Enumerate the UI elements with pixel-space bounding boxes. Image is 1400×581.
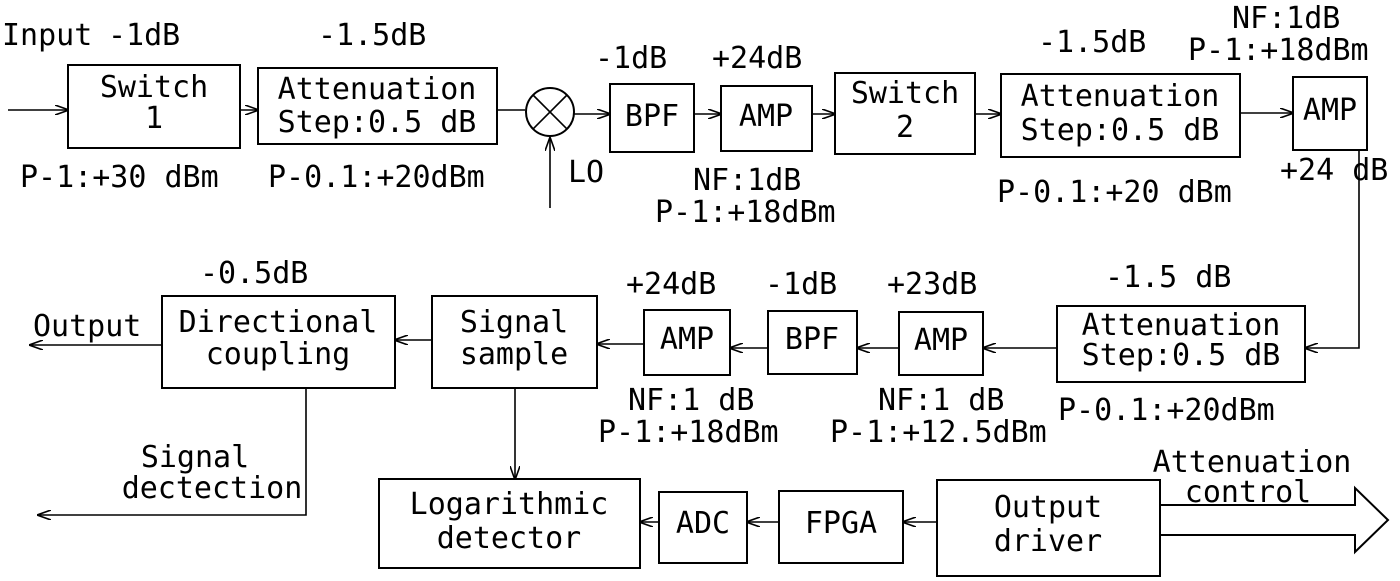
row2-wires bbox=[30, 340, 1057, 515]
switch2-label-line2: 2 bbox=[896, 110, 914, 145]
signal-sample-label-line1: Signal bbox=[460, 305, 568, 340]
amp4-p1-label: P-1:+18dBm bbox=[598, 415, 779, 450]
switch1-p1-label: P-1:+30 dBm bbox=[20, 160, 219, 195]
wire-signal-detection bbox=[38, 388, 307, 515]
bpf1-loss-label: -1dB bbox=[595, 41, 667, 76]
signal-sample-label-line2: sample bbox=[460, 337, 568, 372]
row3-wires bbox=[640, 485, 1390, 555]
switch1-label-line1: Switch bbox=[100, 70, 208, 105]
atten2-block bbox=[1000, 73, 1241, 158]
adc-block bbox=[658, 491, 748, 564]
amp2-gain-label: +24 dB bbox=[1280, 153, 1388, 188]
amp3-gain-label: +23dB bbox=[887, 267, 977, 302]
attenuation-control-arrow bbox=[1160, 485, 1390, 555]
fpga-block bbox=[778, 490, 904, 564]
atten3-p01-label: P-0.1:+20dBm bbox=[1058, 393, 1275, 428]
atten1-block bbox=[257, 67, 498, 145]
output-driver-label-line1: Output bbox=[994, 490, 1102, 525]
amp2-p1-label: P-1:+18dBm bbox=[1188, 33, 1369, 68]
switch1-block bbox=[67, 64, 241, 149]
switch1-label-line2: 1 bbox=[145, 101, 163, 136]
amp4-block bbox=[643, 309, 731, 376]
amp3-p1-label: P-1:+12.5dBm bbox=[830, 415, 1047, 450]
atten1-label-line1: Attenuation bbox=[278, 72, 477, 107]
amp1-p1-label: P-1:+18dBm bbox=[655, 195, 836, 230]
output-driver-block bbox=[936, 479, 1161, 577]
directional-coupling-block bbox=[161, 295, 396, 389]
atten1-loss-label: -1.5dB bbox=[318, 18, 426, 53]
amp3-block bbox=[898, 311, 984, 376]
bpf1-block bbox=[609, 83, 695, 153]
amp1-block bbox=[720, 85, 813, 152]
amp4-label: AMP bbox=[660, 322, 714, 357]
switch2-block bbox=[834, 72, 976, 155]
wire-amp2-atten3 bbox=[1305, 150, 1360, 348]
atten3-label-line1: Attenuation bbox=[1082, 308, 1281, 343]
bpf2-loss-label: -1dB bbox=[765, 267, 837, 302]
output-driver-label-line2: driver bbox=[994, 524, 1102, 559]
attenuation-control-label-line1: Attenuation bbox=[1153, 445, 1352, 480]
bpf2-label: BPF bbox=[785, 322, 839, 357]
input-label: Input bbox=[2, 18, 92, 53]
amp1-nf-label: NF:1dB bbox=[693, 163, 801, 198]
amp3-label: AMP bbox=[914, 323, 968, 358]
atten3-block bbox=[1056, 305, 1306, 383]
atten1-p01-label: P-0.1:+20dBm bbox=[268, 160, 485, 195]
switch2-label-line1: Switch bbox=[851, 76, 959, 111]
switch1-loss-label: -1dB bbox=[108, 18, 180, 53]
atten2-label-line1: Attenuation bbox=[1021, 79, 1220, 114]
atten3-label-line2: Step:0.5 dB bbox=[1082, 338, 1281, 373]
signal-detection-label-line2: dectection bbox=[122, 471, 303, 506]
lo-label: LO bbox=[568, 155, 604, 190]
directional-coupling-label-line2: coupling bbox=[206, 337, 351, 372]
output-label: Output bbox=[33, 309, 141, 344]
attenuation-control-label-line2: control bbox=[1185, 475, 1311, 510]
adc-label: ADC bbox=[676, 506, 730, 541]
fpga-label: FPGA bbox=[805, 506, 877, 541]
directional-coupling-label-line1: Directional bbox=[179, 305, 378, 340]
amp1-label: AMP bbox=[739, 99, 793, 134]
atten3-loss-label: -1.5 dB bbox=[1105, 260, 1231, 295]
atten2-label-line2: Step:0.5 dB bbox=[1021, 113, 1220, 148]
amp2-label: AMP bbox=[1303, 93, 1357, 128]
logarithmic-detector-block bbox=[378, 478, 641, 569]
amp2-block bbox=[1292, 76, 1368, 151]
mixer-symbol bbox=[525, 87, 575, 137]
amp3-nf-label: NF:1 dB bbox=[878, 383, 1004, 418]
amp1-gain-label: +24dB bbox=[712, 41, 802, 76]
atten2-loss-label: -1.5dB bbox=[1038, 25, 1146, 60]
atten1-label-line2: Step:0.5 dB bbox=[278, 105, 477, 140]
amp2-nf-label: NF:1dB bbox=[1232, 1, 1340, 36]
coupler-loss-label: -0.5dB bbox=[200, 256, 308, 291]
bpf1-label: BPF bbox=[625, 99, 679, 134]
amp4-gain-label: +24dB bbox=[626, 267, 716, 302]
signal-detection-label-line1: Signal bbox=[141, 440, 249, 475]
bpf2-block bbox=[767, 310, 858, 375]
atten2-p01-label: P-0.1:+20 dBm bbox=[997, 175, 1232, 210]
amp4-nf-label: NF:1 dB bbox=[628, 383, 754, 418]
logarithmic-detector-label-line1: Logarithmic bbox=[410, 487, 609, 522]
signal-sample-block bbox=[431, 295, 598, 389]
row1-wires bbox=[8, 110, 1360, 348]
logarithmic-detector-label-line2: detector bbox=[437, 521, 582, 556]
